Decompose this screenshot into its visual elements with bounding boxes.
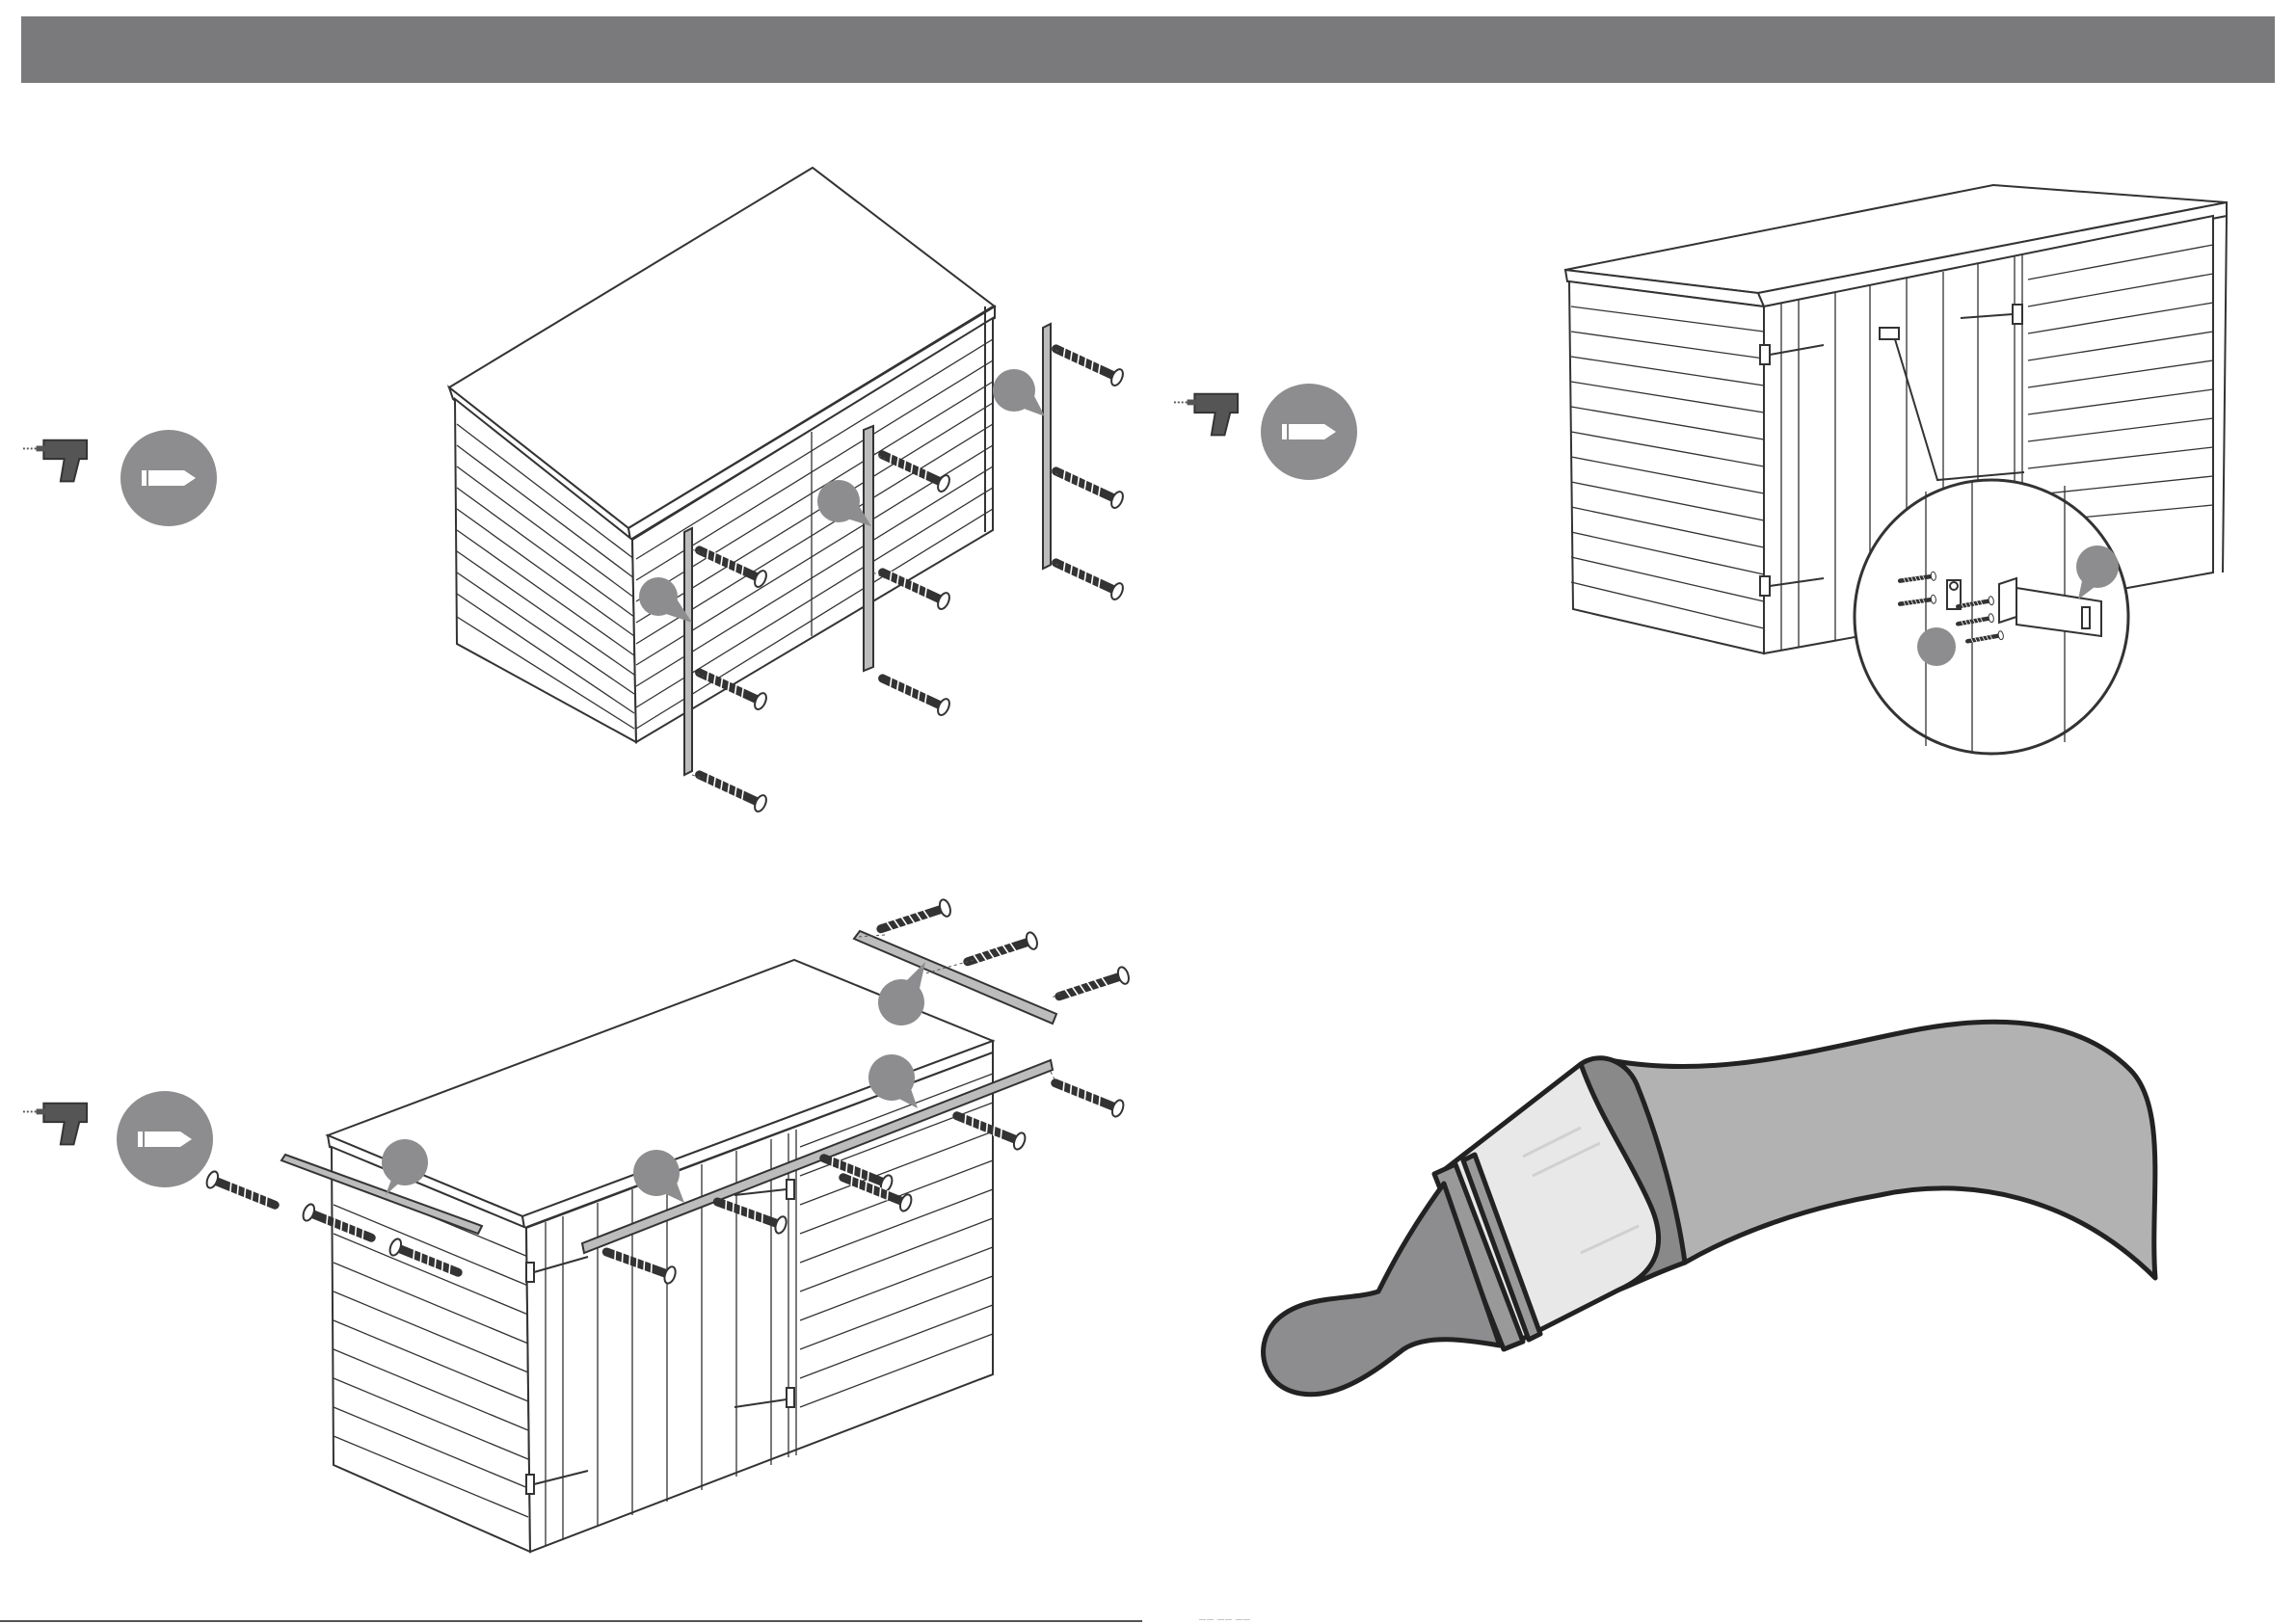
- screw-icon: [115, 1089, 215, 1189]
- drill-icon: [21, 436, 89, 490]
- screw-icon: [1259, 382, 1359, 482]
- drill-icon: [21, 1099, 89, 1153]
- screw-icon: [119, 428, 219, 528]
- step-side-battens: [449, 168, 1051, 775]
- drill-icon: [1172, 389, 1240, 443]
- step-door-lock: [1565, 185, 2227, 754]
- footer-mark: —— —— ——: [1199, 1616, 1251, 1623]
- paintbrush-icon: [1264, 1022, 2155, 1394]
- footer-line: [0, 1620, 1142, 1622]
